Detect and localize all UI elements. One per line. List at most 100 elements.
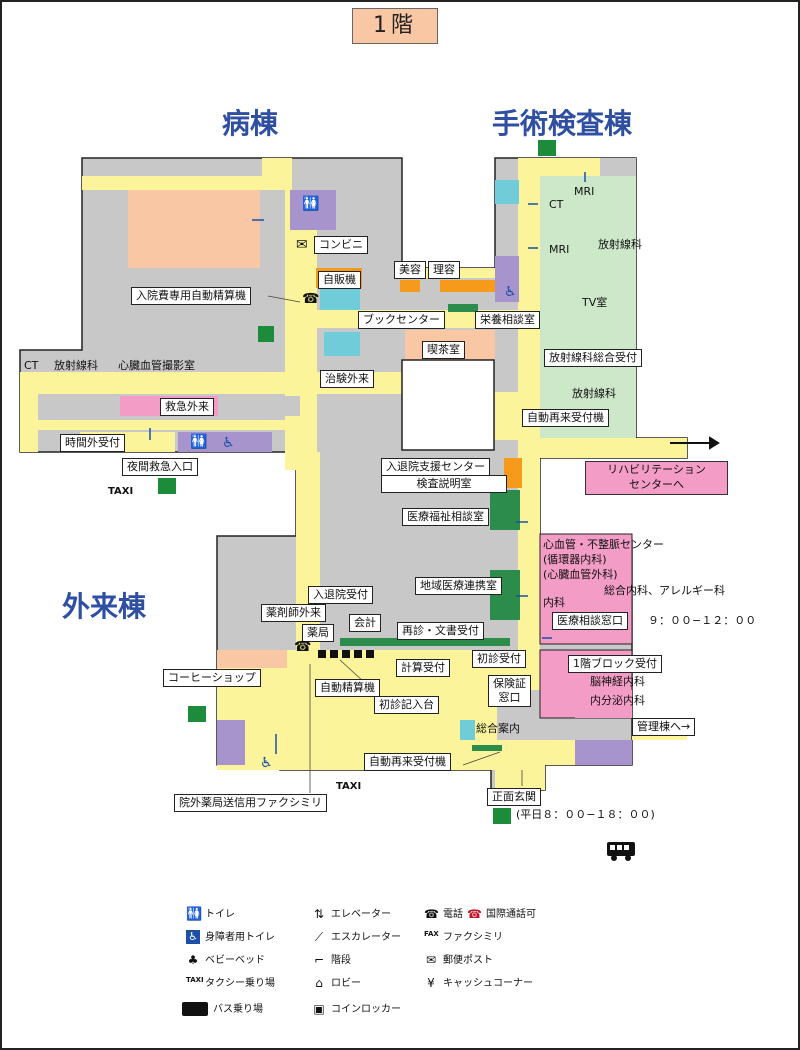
coffee-label: コーヒーショップ [163,669,261,687]
heart-center-label-2: (循環器内科) [543,553,607,566]
intl-phone-icon: ☎ [467,907,482,921]
phone-icon: ☎ [294,639,312,655]
mri-top-label: MRI [574,185,595,198]
legend-item: ⟋エスカレーター [312,928,401,944]
elevator-icon: ⇅ [313,907,325,921]
legend-item: ♿身障者用トイレ [186,928,275,944]
tv-label: TV室 [582,296,608,309]
fax-icon: FAX [424,930,439,938]
legend-item: ⌂ロビー [312,974,361,990]
legend-item: ▣コインロッカー [313,1002,401,1016]
shoshin-label: 初診受付 [472,650,526,668]
naika-label: 内科 [543,596,565,609]
bus-icon [607,842,635,861]
chiken-label: 治験外来 [320,370,374,388]
accessible-toilet-icon: ♿ [260,755,273,771]
leader-lines [267,295,523,793]
legend-item: TAXIタクシー乗り場 [186,976,275,989]
outpatient-building-title: 外来棟 [62,590,147,623]
legend-item: ⇅エレベーター [313,907,391,921]
taxi-icon: TAXI [108,486,134,497]
biyou-label: 美容 [394,261,426,279]
kanri-label: 管理棟へ→ [632,718,696,736]
eiyou-label: 栄養相談室 [475,311,540,329]
atm-icon: ¥ [427,976,435,990]
rehab-label: リハビリテーション センターへ [585,461,728,495]
auto-sairai-upper-label: 自動再来受付機 [522,409,609,427]
legend-item: ¥キャッシュコーナー [424,974,533,990]
ct-left-label: CT [24,359,39,372]
bus-icon [182,1002,208,1016]
legend-item: ♣ベビーベッド [187,953,265,967]
coin-locker-icon: ▣ [313,1002,325,1016]
legend-item: 🚻トイレ [186,907,235,922]
mailbox-icon: ✉ [296,237,308,253]
mailbox-icon: ✉ [425,953,437,967]
phone-icon: ☎ [424,907,439,921]
soudan-hours-label: ９：００−１２：００ [648,614,757,627]
intl-phone-icon: ☎ [302,291,320,307]
vending-label: 自販機 [318,271,361,289]
block1-label: 1階ブロック受付 [568,655,662,673]
legend-item: ✉郵便ポスト [425,953,493,967]
accessible-toilet-icon: ♿ [504,284,517,300]
rad-reception-label: 放射線科総合受付 [544,349,642,367]
taxi-icon: TAXI [186,976,204,984]
surgery-building-title: 手術検査棟 [492,107,633,140]
ct-right-label: CT [549,198,564,211]
yakuzaishi-label: 薬剤師外来 [261,604,326,622]
legend-item: バス乗り場 [182,1000,263,1016]
kyukyu-label: 救急外来 [160,398,214,416]
sogo-annai-label: 総合案内 [476,722,520,735]
riyou-label: 理容 [428,261,460,279]
book-center-label: ブックセンター [358,311,445,329]
ward-building-title: 病棟 [222,107,279,140]
accessible-toilet-icon: ♿ [186,930,200,944]
keisan-label: 計算受付 [396,659,450,677]
toilet-icon: 🚻 [186,907,203,922]
fax-send-label: 院外薬局送信用ファクシミリ [174,794,327,812]
baby-bed-icon: ♣ [187,953,199,967]
chiiki-label: 地域医療連携室 [415,577,502,595]
yakkyoku-label: 薬局 [302,624,334,642]
shoshin-kinyu-label: 初診記入台 [374,696,439,714]
direction-arrows [149,172,586,754]
floor-title: 1階 [352,8,438,44]
hours-label: (平日８：００−１８：００) [516,808,655,821]
hoken-label: 保険証 窓口 [488,675,531,707]
exit-arrow [670,436,720,450]
rad-right-top-label: 放射線科 [598,238,642,251]
mri-mid-label: MRI [549,243,570,256]
legend-item: ☎電話☎国際通話可 [424,907,536,921]
legend-item: ⌐階段 [313,953,351,967]
kissa-label: 喫茶室 [422,341,465,359]
heart-center-label-3: (心臓血管外科) [543,568,618,581]
cardio-img-label: 心臓血管撮影室 [118,359,195,372]
lobby-icon: ⌂ [315,976,323,990]
saishin-label: 再診・文書受付 [397,622,484,640]
conveni-label: コンビニ [314,236,368,254]
heart-center-label-1: 心血管・不整脈センター [543,538,664,551]
soudan-label: 医療相談窓口 [552,612,628,630]
taxi-icon: TAXI [336,781,362,792]
kensa-explain-label: 検査説明室 [381,475,507,493]
rad-right-bottom-label: 放射線科 [572,387,616,400]
accessible-toilet-icon: ♿ [222,435,235,451]
stairs-icon: ⌐ [313,953,325,967]
emergency-exit-icons [158,140,556,824]
jikangai-label: 時間外受付 [60,434,125,452]
auto-seisan-label: 自動精算機 [315,679,380,697]
fukushi-label: 医療福祉相談室 [402,508,489,526]
nyuin-pay-label: 入院費専用自動精算機 [131,287,251,305]
naibunpitsu-label: 内分泌内科 [590,694,645,707]
toilet-icon: 🚻 [190,434,208,450]
auto-sairai-lower-label: 自動再来受付機 [364,753,451,771]
escalator-icon: ⟋ [314,930,324,944]
toilet-icon: 🚻 [302,196,320,212]
rad-left-label: 放射線科 [54,359,98,372]
nyutai-uketsuke-label: 入退院受付 [308,586,373,604]
main-entrance-label: 正面玄関 [487,788,541,806]
